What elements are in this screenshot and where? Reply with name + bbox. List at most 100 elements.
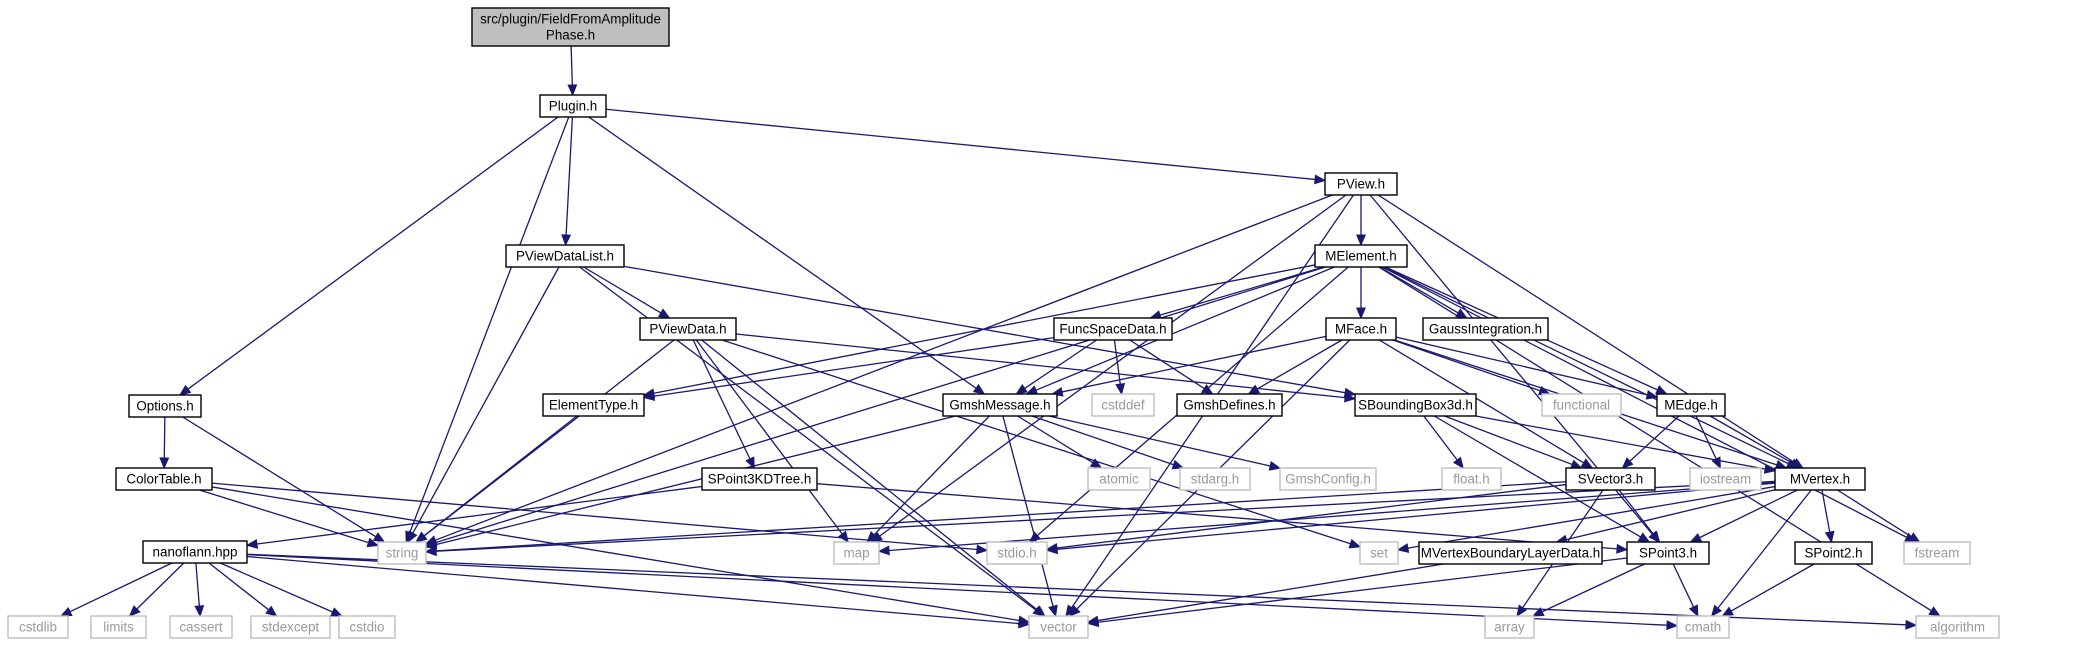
node-colortable[interactable]: ColorTable.h <box>115 467 213 491</box>
node-spoint3kdtree[interactable]: SPoint3KDTree.h <box>701 467 818 491</box>
node-label-gmshdefines: GmshDefines.h <box>1183 398 1275 413</box>
node-box-colortable <box>115 467 213 491</box>
arrowhead-sboundingbox3d-to-mvertex <box>1763 464 1777 474</box>
node-options[interactable]: Options.h <box>128 394 202 418</box>
node-label-functional: functional <box>1553 398 1610 413</box>
node-box-gmshconfig <box>1279 467 1377 491</box>
arrowhead-pviewdata-to-set <box>1348 538 1362 549</box>
edge-plugin-to-options <box>187 116 559 390</box>
node-spoint2[interactable]: SPoint2.h <box>1794 541 1873 565</box>
arrowhead-gmshmessage-to-stdarg <box>1171 459 1185 470</box>
node-plugin[interactable]: Plugin.h <box>539 94 607 118</box>
arrowhead-gmshmessage-to-vector <box>1048 604 1058 618</box>
node-gmshdefines[interactable]: GmshDefines.h <box>1176 393 1283 417</box>
node-functional: functional <box>1541 393 1622 417</box>
node-label-fstream: fstream <box>1915 546 1960 561</box>
node-cassert: cassert <box>169 615 233 639</box>
node-funcspacedata[interactable]: FuncSpaceData.h <box>1053 317 1173 341</box>
arrowhead-melement-to-gmshmessage <box>1025 385 1039 395</box>
arrowhead-colortable-to-stdio <box>976 544 989 555</box>
edge-medge-to-iostream <box>1695 415 1717 460</box>
node-box-nanoflann <box>142 540 248 564</box>
node-cstdlib: cstdlib <box>7 615 69 639</box>
edge-gmshmessage-to-map <box>873 415 990 536</box>
arrowhead-spoint3-to-vector <box>1086 617 1100 628</box>
node-label-mface: MFace.h <box>1335 322 1387 337</box>
arrowhead-sboundingbox3d-to-svector3 <box>1569 459 1583 469</box>
node-label-atomic: atomic <box>1099 472 1139 487</box>
arrowhead-mvertex-to-set <box>1396 543 1410 553</box>
arrowhead-melement-to-algorithm <box>1928 606 1941 617</box>
node-sboundingbox3d[interactable]: SBoundingBox3d.h <box>1354 393 1477 417</box>
node-gaussintegration[interactable]: GaussIntegration.h <box>1422 317 1549 341</box>
edge-pviewdatalist-to-pviewdata <box>583 266 662 314</box>
node-atomic: atomic <box>1087 467 1151 491</box>
edge-sboundingbox3d-to-float <box>1423 415 1458 461</box>
node-box-cstddef <box>1091 393 1155 417</box>
arrowhead-spoint3-to-cmath <box>1688 604 1699 618</box>
edge-mvertex-to-set <box>1407 485 1776 549</box>
node-svector3[interactable]: SVector3.h <box>1565 467 1656 491</box>
node-melement[interactable]: MElement.h <box>1314 244 1408 268</box>
node-pviewdatalist[interactable]: PViewDataList.h <box>505 244 625 268</box>
node-spoint3[interactable]: SPoint3.h <box>1626 541 1710 565</box>
node-box-algorithm <box>1915 615 2000 639</box>
node-pview[interactable]: PView.h <box>1324 172 1398 196</box>
edge-mvertex-to-string <box>435 480 1776 552</box>
arrowhead-funcspacedata-to-elementtype <box>642 391 656 401</box>
node-medge[interactable]: MEdge.h <box>1656 393 1726 417</box>
node-mvertex[interactable]: MVertex.h <box>1774 467 1866 491</box>
node-pviewdata[interactable]: PViewData.h <box>639 317 737 341</box>
arrowhead-melement-to-mface <box>1356 307 1366 320</box>
node-label-root: Phase.h <box>546 28 595 43</box>
edge-pview-to-string <box>435 194 1333 541</box>
arrowhead-mvertex-to-fstream <box>1908 532 1921 543</box>
node-box-sboundingbox3d <box>1354 393 1477 417</box>
edge-mvertex-to-spoint3 <box>1699 489 1798 539</box>
node-label-limits: limits <box>103 620 134 635</box>
arrowhead-pviewdatalist-to-string <box>407 530 418 544</box>
arrowhead-melement-to-medge <box>1655 385 1668 395</box>
node-gmshmessage[interactable]: GmshMessage.h <box>942 393 1058 417</box>
node-box-spoint2 <box>1794 541 1873 565</box>
node-fstream: fstream <box>1903 541 1971 565</box>
edge-spoint3-to-vector <box>1097 557 1628 623</box>
node-label-funcspacedata: FuncSpaceData.h <box>1059 322 1166 337</box>
arrowhead-pviewdata-to-vector <box>1033 605 1046 617</box>
node-label-gaussintegration: GaussIntegration.h <box>1429 322 1542 337</box>
node-iostream: iostream <box>1689 467 1762 491</box>
node-label-gmshconfig: GmshConfig.h <box>1285 472 1371 487</box>
arrowhead-root-to-plugin <box>567 84 578 97</box>
arrowhead-mvertex-to-stdio <box>1045 544 1058 555</box>
arrowhead-mface-to-svector3 <box>1580 458 1594 469</box>
edge-spoint3-to-array <box>1541 563 1645 613</box>
node-gmshconfig: GmshConfig.h <box>1279 467 1377 491</box>
node-box-float <box>1441 467 1502 491</box>
edge-mface-to-svector3 <box>1378 339 1584 464</box>
node-mvertexbl[interactable]: MVertexBoundaryLayerData.h <box>1418 541 1603 565</box>
node-label-set: set <box>1370 546 1388 561</box>
node-elementtype[interactable]: ElementType.h <box>542 393 645 417</box>
node-box-limits <box>90 615 147 639</box>
node-box-array <box>1484 615 1535 639</box>
edge-funcspacedata-to-cstddef <box>1113 339 1121 385</box>
edge-root-to-plugin <box>570 45 573 86</box>
node-mface[interactable]: MFace.h <box>1325 317 1397 341</box>
node-label-mvertexbl: MVertexBoundaryLayerData.h <box>1421 546 1600 561</box>
node-limits: limits <box>90 615 147 639</box>
arrowhead-pviewdata-to-sboundingbox3d <box>1344 392 1357 403</box>
edge-melement-to-mvertex <box>1383 266 1789 465</box>
arrowhead-sboundingbox3d-to-float <box>1452 456 1464 470</box>
node-label-nanoflann: nanoflann.hpp <box>153 545 238 560</box>
node-label-cstddef: cstddef <box>1101 398 1144 413</box>
arrowhead-options-to-string <box>372 532 386 543</box>
node-box-funcspacedata <box>1053 317 1173 341</box>
node-set: set <box>1359 541 1399 565</box>
arrowhead-svector3-to-spoint3 <box>1649 530 1661 544</box>
edge-colortable-to-stdio <box>211 482 978 551</box>
edge-spoint3kdtree-to-spoint3 <box>816 483 1618 550</box>
edge-mvertex-to-cmath <box>1717 489 1812 609</box>
arrowhead-plugin-to-gmshmessage <box>972 383 986 395</box>
node-nanoflann[interactable]: nanoflann.hpp <box>142 540 248 564</box>
